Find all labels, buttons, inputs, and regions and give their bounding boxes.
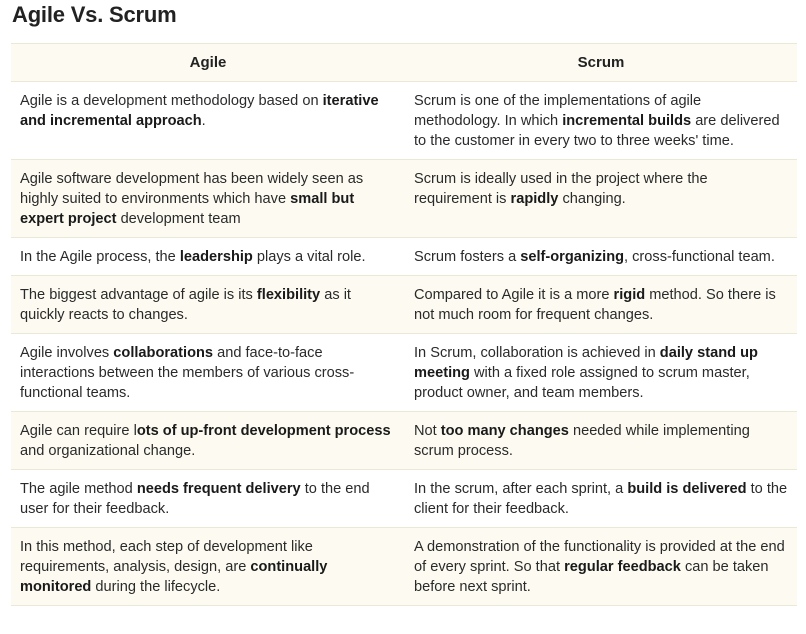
bold-text: rapidly	[510, 191, 559, 207]
text: plays a vital role.	[252, 249, 366, 265]
bold-text: iterative and incremental approach	[20, 93, 379, 129]
text: Compared to Agile it is a more	[414, 287, 614, 303]
text: to the end user for their feedback.	[20, 481, 370, 517]
text: The agile method	[20, 481, 137, 497]
text: , cross-functional team.	[624, 249, 775, 265]
table-row: In this method, each step of development…	[11, 527, 797, 606]
text: Agile involves	[20, 345, 114, 361]
cell-scrum: Scrum fosters a self-organizing, cross-f…	[405, 237, 797, 276]
text: as it quickly reacts to changes.	[20, 287, 351, 323]
cell-scrum: In the scrum, after each sprint, a build…	[405, 469, 797, 528]
text: to the client for their feedback.	[414, 481, 788, 517]
text: method. So there is not much room for fr…	[414, 287, 776, 323]
cell-scrum: Not too many changes needed while implem…	[405, 411, 797, 470]
table-row: Agile can require lots of up-front devel…	[11, 411, 797, 470]
cell-agile: Agile is a development methodology based…	[11, 81, 405, 160]
cell-agile: In the Agile process, the leadership pla…	[11, 237, 405, 276]
text: Not	[414, 423, 441, 439]
bold-text: daily stand up meeting	[414, 345, 758, 381]
text: and organizational change.	[20, 443, 196, 459]
cell-agile: Agile involves collaborations and face-t…	[11, 333, 405, 412]
table-row: Agile involves collaborations and face-t…	[11, 333, 797, 412]
text: during the lifecycle.	[91, 579, 221, 595]
text: and face-to-face interactions between th…	[20, 345, 355, 401]
text: Agile is a development methodology based…	[20, 93, 323, 109]
text: Agile can require l	[20, 423, 137, 439]
bold-text: regular feedback	[564, 559, 681, 575]
cell-agile: Agile software development has been wide…	[11, 159, 405, 238]
bold-text: ots of up-front development process	[136, 423, 391, 439]
text: are delivered to the customer in every t…	[414, 113, 780, 149]
bold-text: build is delivered	[627, 481, 747, 497]
table-row: Agile software development has been wide…	[11, 159, 797, 238]
bold-text: too many changes	[440, 423, 569, 439]
text: The biggest advantage of agile is its	[20, 287, 257, 303]
bold-text: flexibility	[256, 287, 321, 303]
table-body: Agile is a development methodology based…	[11, 81, 797, 606]
text: Scrum is one of the implementations of a…	[414, 93, 702, 129]
cell-agile: The agile method needs frequent delivery…	[11, 469, 405, 528]
table-row: Agile is a development methodology based…	[11, 81, 797, 160]
bold-text: needs frequent delivery	[136, 481, 301, 497]
comparison-table: Agile Scrum Agile is a development metho…	[11, 43, 797, 606]
text: with a fixed role assigned to scrum mast…	[414, 365, 750, 401]
text: Scrum is ideally used in the project whe…	[414, 171, 708, 207]
bold-text: small but expert project	[20, 191, 355, 227]
text: Agile software development has been wide…	[20, 171, 364, 207]
text: In the scrum, after each sprint, a	[414, 481, 628, 497]
text: In Scrum, collaboration is achieved in	[414, 345, 660, 361]
table-row: The biggest advantage of agile is its fl…	[11, 275, 797, 334]
table-header: Agile Scrum	[11, 43, 797, 82]
page-title: Agile Vs. Scrum	[12, 2, 177, 27]
text: needed while implementing scrum process.	[414, 423, 750, 459]
bold-text: leadership	[179, 249, 253, 265]
cell-scrum: Compared to Agile it is a more rigid met…	[405, 275, 797, 334]
cell-scrum: Scrum is ideally used in the project whe…	[405, 159, 797, 238]
text: A demonstration of the functionality is …	[414, 539, 785, 575]
bold-text: self-organizing	[520, 249, 625, 265]
bold-text: incremental builds	[562, 113, 692, 129]
header-row: Agile Scrum	[11, 43, 797, 82]
text: can be taken before next sprint.	[414, 559, 769, 595]
text: In the Agile process, the	[20, 249, 180, 265]
text: .	[201, 113, 206, 129]
cell-agile: In this method, each step of development…	[11, 527, 405, 606]
text: In this method, each step of development…	[20, 539, 313, 575]
cell-agile: Agile can require lots of up-front devel…	[11, 411, 405, 470]
bold-text: rigid	[613, 287, 646, 303]
bold-text: continually monitored	[20, 559, 328, 595]
bold-text: collaborations	[113, 345, 214, 361]
table-row: In the Agile process, the leadership pla…	[11, 237, 797, 276]
cell-agile: The biggest advantage of agile is its fl…	[11, 275, 405, 334]
column-header-scrum: Scrum	[405, 43, 797, 82]
table-row: The agile method needs frequent delivery…	[11, 469, 797, 528]
text: changing.	[558, 191, 626, 207]
text: Scrum fosters a	[414, 249, 521, 265]
cell-scrum: In Scrum, collaboration is achieved in d…	[405, 333, 797, 412]
cell-scrum: A demonstration of the functionality is …	[405, 527, 797, 606]
column-header-agile: Agile	[11, 43, 405, 82]
cell-scrum: Scrum is one of the implementations of a…	[405, 81, 797, 160]
text: development team	[116, 211, 241, 227]
